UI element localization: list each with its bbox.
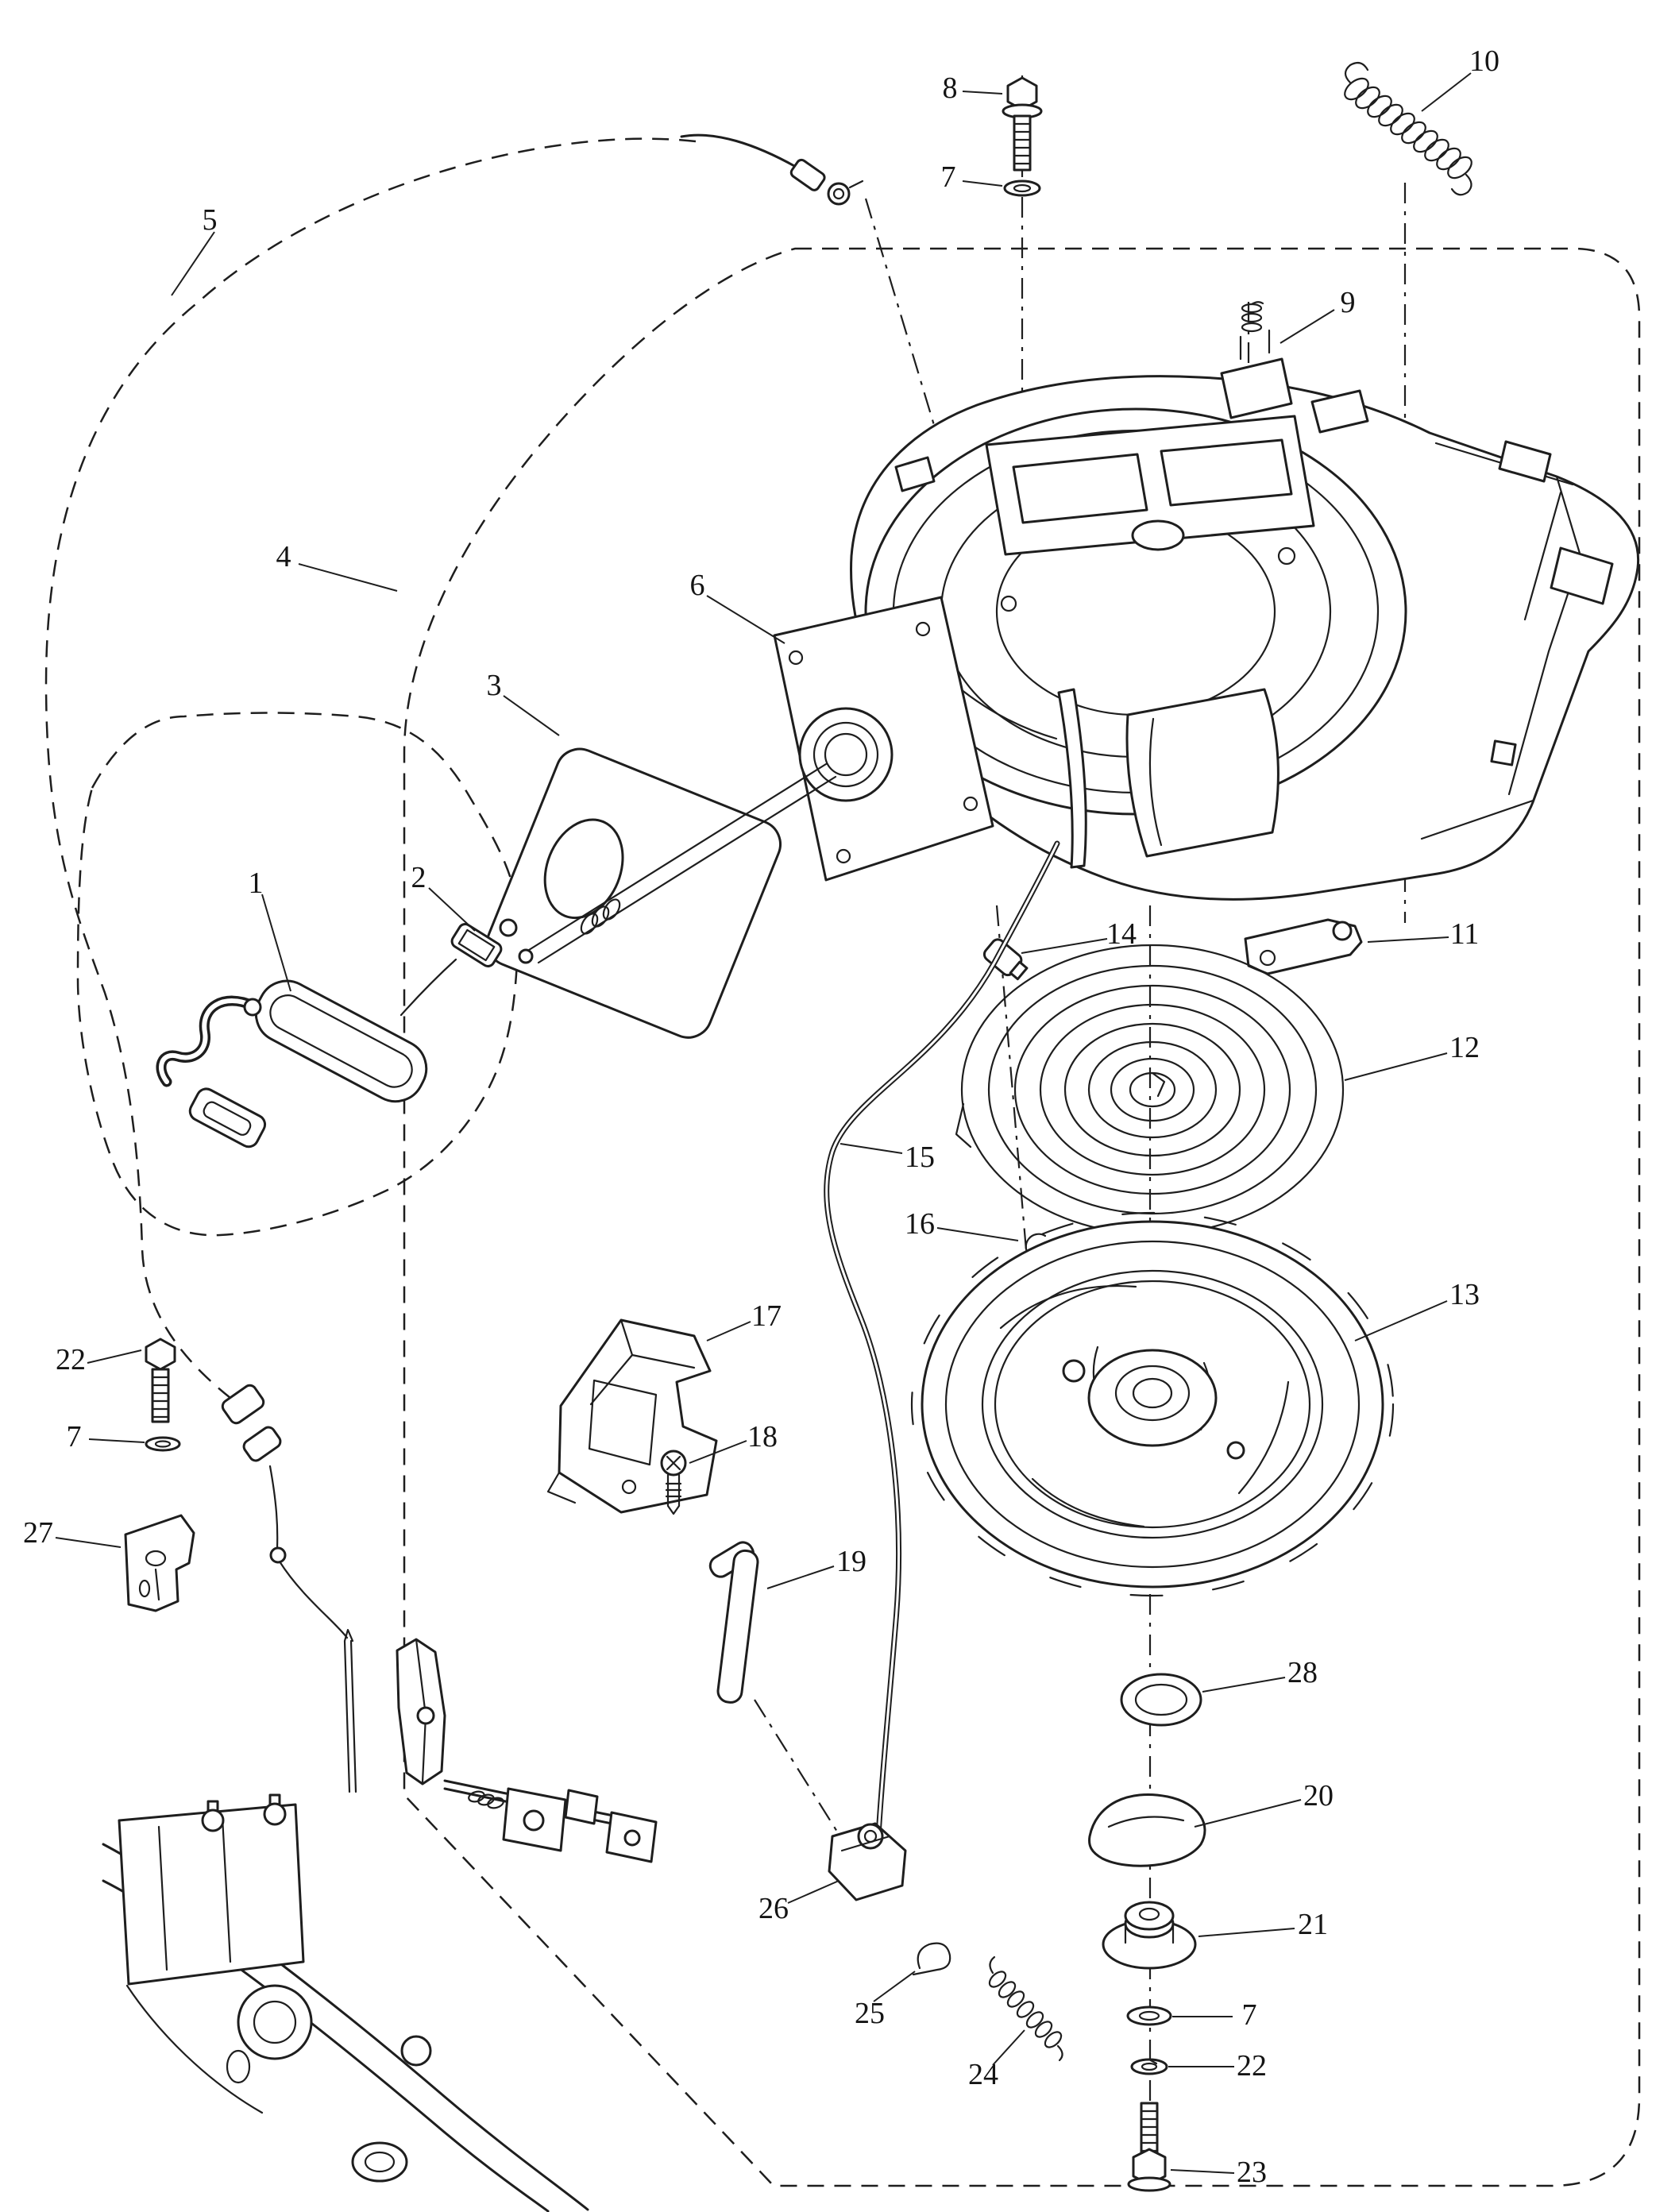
- leader-18: [689, 1440, 747, 1464]
- leader-10: [1421, 72, 1472, 112]
- assembly-boundary-dashed: [403, 247, 1641, 2187]
- callout-1: 1: [249, 867, 264, 900]
- part-13-pulley: [910, 1211, 1395, 1597]
- leader-2: [428, 887, 476, 932]
- part-20-pawl: [1088, 1793, 1206, 1867]
- engine-context-assembly: [102, 1560, 658, 2212]
- leader-7-top: [962, 180, 1003, 187]
- callout-20: 20: [1303, 1779, 1334, 1812]
- part-14-ferrule: [982, 938, 1029, 981]
- leader-5: [171, 231, 215, 296]
- callout-16: 16: [905, 1207, 935, 1241]
- part-7-washer-bottom: [1126, 2005, 1172, 2026]
- callout-4: 4: [276, 540, 291, 573]
- part-21-friction-plate: [1102, 1901, 1197, 1970]
- leader-lines: [55, 72, 1472, 2174]
- leader-7-left: [88, 1438, 145, 1443]
- part-17-rope-guide: [546, 1318, 718, 1514]
- callout-18: 18: [747, 1420, 778, 1453]
- callout-22-bottom: 22: [1237, 2049, 1267, 2083]
- part-1-starter-handle: [156, 958, 457, 1148]
- callout-19: 19: [836, 1545, 867, 1578]
- leader-17: [706, 1321, 751, 1341]
- part-24-spring: [988, 1955, 1063, 2062]
- callout-25: 25: [855, 1997, 885, 2030]
- leader-6: [706, 595, 785, 644]
- handle-boundary-dashed: [76, 712, 519, 1237]
- leader-12: [1344, 1052, 1448, 1081]
- callout-7-left: 7: [67, 1420, 82, 1453]
- leader-25: [873, 1971, 916, 2002]
- part-26-lever-block: [828, 1822, 907, 1901]
- callout-2: 2: [411, 861, 427, 894]
- leader-9: [1280, 309, 1335, 344]
- callout-7-bottom: 7: [1242, 1998, 1257, 2032]
- part-9-spring-screw: [1241, 301, 1264, 333]
- part-18-screw: [660, 1450, 687, 1515]
- leader-23: [1170, 2169, 1235, 2174]
- leader-16: [936, 1227, 1019, 1241]
- leader-24: [992, 2029, 1025, 2066]
- part-7-washer-left: [145, 1436, 181, 1452]
- part-8-bolt: [1002, 76, 1043, 172]
- callout-24: 24: [968, 2058, 998, 2091]
- callout-12: 12: [1449, 1031, 1480, 1064]
- callout-28: 28: [1287, 1656, 1318, 1689]
- leader-26: [787, 1880, 840, 1904]
- throttle-cable-dashed: [44, 137, 697, 1399]
- callout-11: 11: [1450, 917, 1480, 951]
- leader-22-left: [87, 1349, 142, 1364]
- part-23-bolt-bottom: [1127, 2102, 1171, 2192]
- callout-3: 3: [487, 669, 502, 702]
- part-19-pin: [708, 1541, 759, 1704]
- recoil-housing: [850, 329, 1640, 901]
- callout-labels: 8 7 10 9 5 4 6 3 2 1 14 11 12 15 16 13 1…: [23, 44, 1500, 2189]
- callout-6: 6: [690, 569, 705, 602]
- part-22-washer-bottom: [1130, 2058, 1168, 2075]
- callout-13: 13: [1449, 1278, 1480, 1311]
- callout-8: 8: [943, 71, 958, 105]
- callout-5: 5: [203, 203, 218, 237]
- leader-13: [1354, 1300, 1448, 1341]
- part-28-washer: [1120, 1673, 1202, 1727]
- callout-10: 10: [1469, 44, 1500, 78]
- leader-14: [1021, 938, 1108, 954]
- leader-8: [962, 91, 1003, 95]
- leader-28: [1202, 1677, 1286, 1693]
- leader-20: [1194, 1799, 1302, 1828]
- cable-adjuster: [221, 1384, 287, 1564]
- callout-9: 9: [1341, 286, 1356, 319]
- top-cable-assembly: [680, 133, 864, 206]
- leader-27: [55, 1537, 122, 1548]
- callout-17: 17: [751, 1299, 782, 1333]
- callout-7-top: 7: [941, 160, 956, 194]
- callout-21: 21: [1298, 1908, 1328, 1941]
- part-11-lever: [1244, 918, 1363, 975]
- callout-22-left: 22: [56, 1343, 86, 1376]
- part-10-spring: [1344, 61, 1473, 196]
- leader-19: [766, 1565, 835, 1589]
- leader-11: [1367, 936, 1449, 943]
- callout-23: 23: [1237, 2156, 1267, 2189]
- part-2-cable-joint: [450, 918, 518, 967]
- part-27-bracket: [124, 1514, 195, 1612]
- leader-4: [298, 563, 398, 592]
- leader-15: [840, 1143, 903, 1154]
- callout-15: 15: [905, 1141, 935, 1174]
- leader-3: [503, 695, 560, 736]
- callout-26: 26: [758, 1892, 789, 1925]
- callout-27: 27: [23, 1516, 53, 1550]
- leader-1: [261, 894, 291, 992]
- leader-21: [1198, 1928, 1295, 1937]
- callout-14: 14: [1106, 917, 1137, 951]
- part-6-bracket: [518, 596, 994, 964]
- part-22-bolt-left: [145, 1338, 176, 1423]
- part-3-cover-plate: [486, 747, 782, 1039]
- part-7-washer-top: [1003, 180, 1041, 197]
- part-25-clip-spring: [912, 1942, 951, 1976]
